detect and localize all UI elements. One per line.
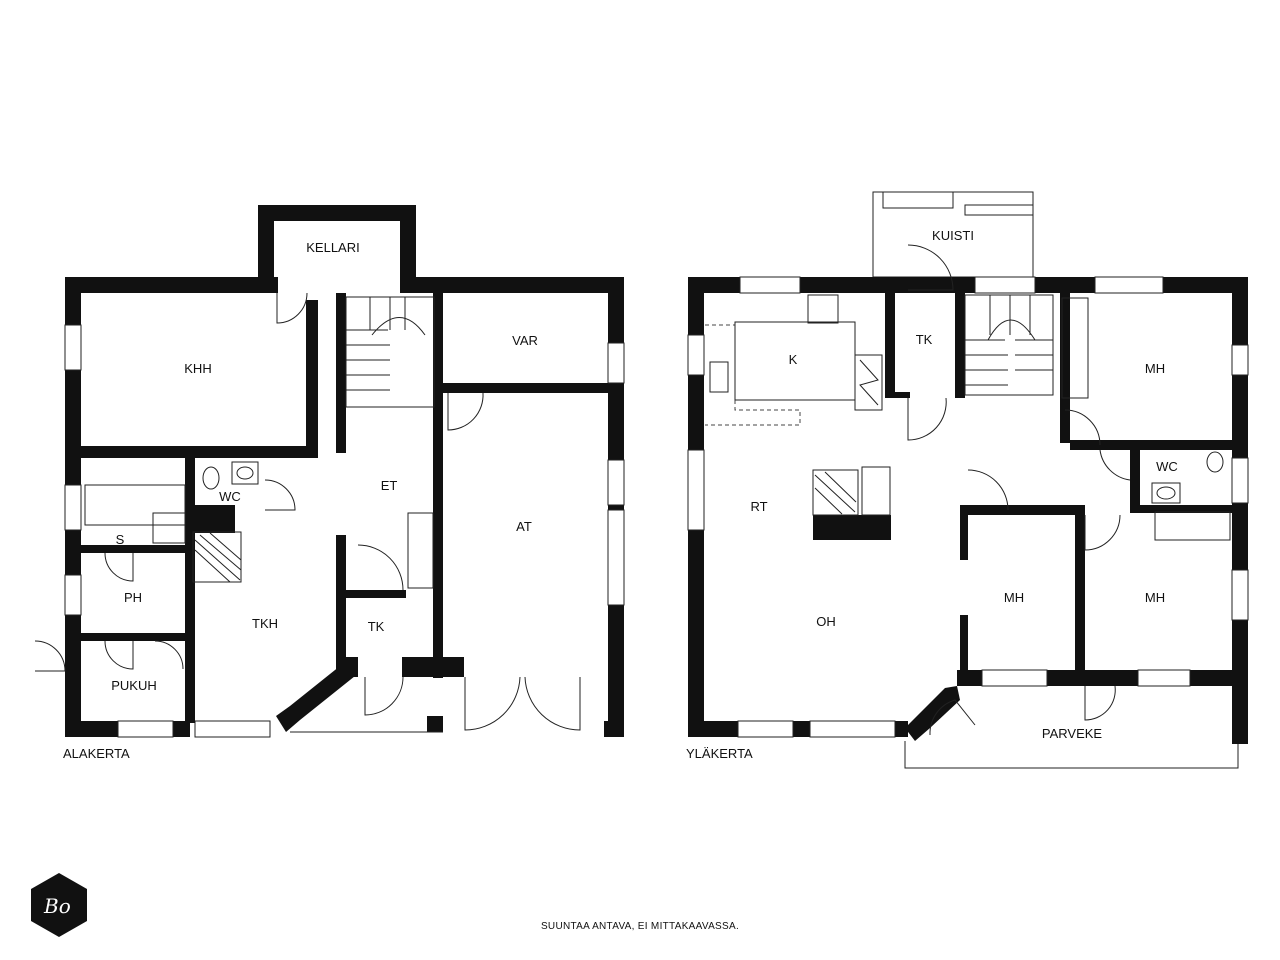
ylakerta-plan: KUISTI K TK MH RT WC OH MH MH PARVEKE YL… (686, 191, 1249, 769)
room-label-oh: OH (816, 614, 836, 629)
room-label-wc-upper: WC (1156, 459, 1178, 474)
room-label-khh: KHH (184, 361, 211, 376)
room-label-kellari: KELLARI (306, 240, 359, 255)
alakerta-plan: KELLARI KHH VAR ET WC S AT PH TKH TK PUK… (34, 205, 625, 761)
room-label-s: S (116, 532, 125, 547)
room-label-mh-3: MH (1145, 590, 1165, 605)
room-label-ph: PH (124, 590, 142, 605)
room-label-mh-2: MH (1004, 590, 1024, 605)
room-label-tk: TK (368, 619, 385, 634)
room-label-parveke: PARVEKE (1042, 726, 1103, 741)
floor-label-alakerta: ALAKERTA (63, 746, 130, 761)
hexagon-logo-icon: Bo (31, 873, 87, 937)
floor-label-ylakerta: YLÄKERTA (686, 746, 753, 761)
room-label-rt: RT (750, 499, 767, 514)
room-label-pukuh: PUKUH (111, 678, 157, 693)
room-label-et: ET (381, 478, 398, 493)
disclaimer-text: SUUNTAA ANTAVA, EI MITTAKAAVASSA. (540, 921, 740, 932)
room-label-tk-upper: TK (916, 332, 933, 347)
logo-text: Bo (43, 894, 71, 918)
room-label-kuisti: KUISTI (932, 228, 974, 243)
room-label-tkh: TKH (252, 616, 278, 631)
room-label-at: AT (516, 519, 532, 534)
room-label-wc: WC (219, 489, 241, 504)
room-label-var: VAR (512, 333, 538, 348)
room-label-mh-1: MH (1145, 361, 1165, 376)
room-label-k: K (789, 352, 798, 367)
